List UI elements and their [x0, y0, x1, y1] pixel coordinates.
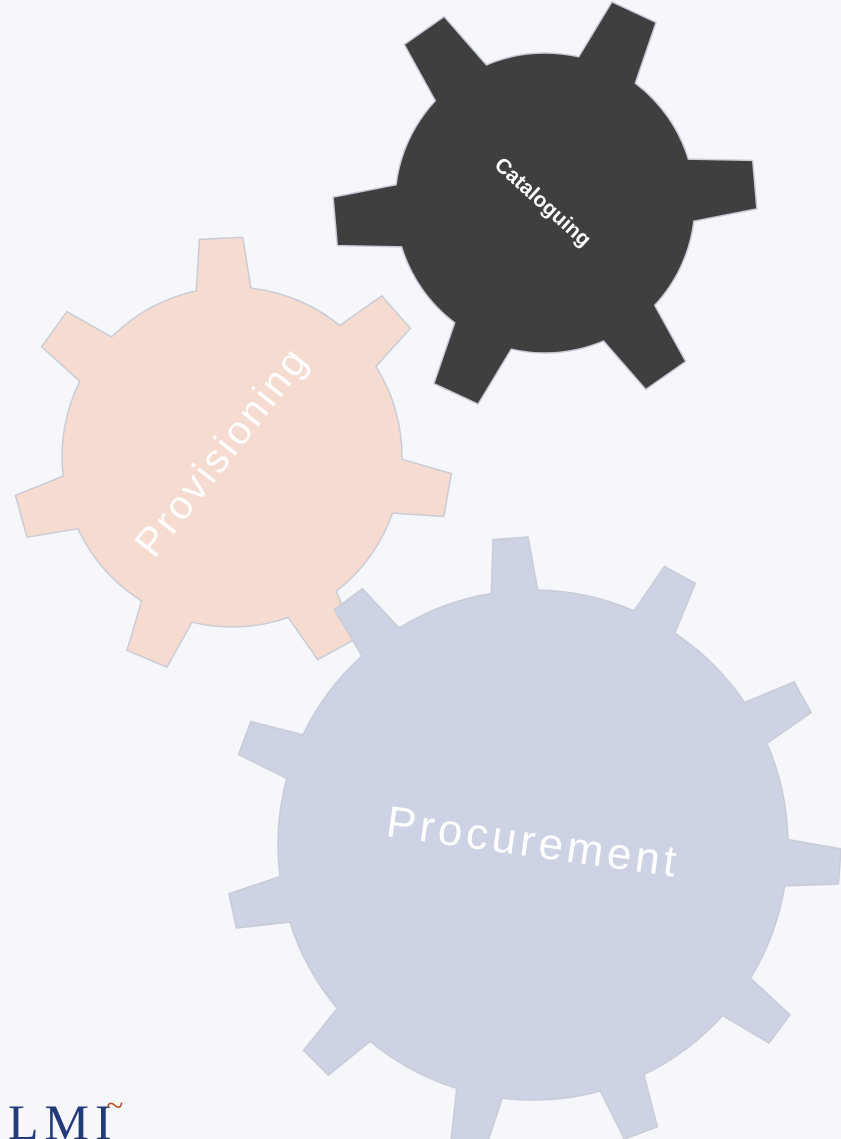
- provisioning-gear-shape: [14, 236, 453, 669]
- procurement-gear: Procurement: [228, 536, 841, 1139]
- logo-text: LMI: [8, 1094, 118, 1139]
- logo-accent: ~: [106, 1087, 123, 1123]
- provisioning-gear: Provisioning: [14, 236, 453, 669]
- cataloguing-gear-shape: [332, 0, 758, 406]
- procurement-gear-shape: [228, 536, 841, 1139]
- cataloguing-gear: Cataloguing: [332, 0, 758, 406]
- logo: LMI ~: [8, 1087, 123, 1139]
